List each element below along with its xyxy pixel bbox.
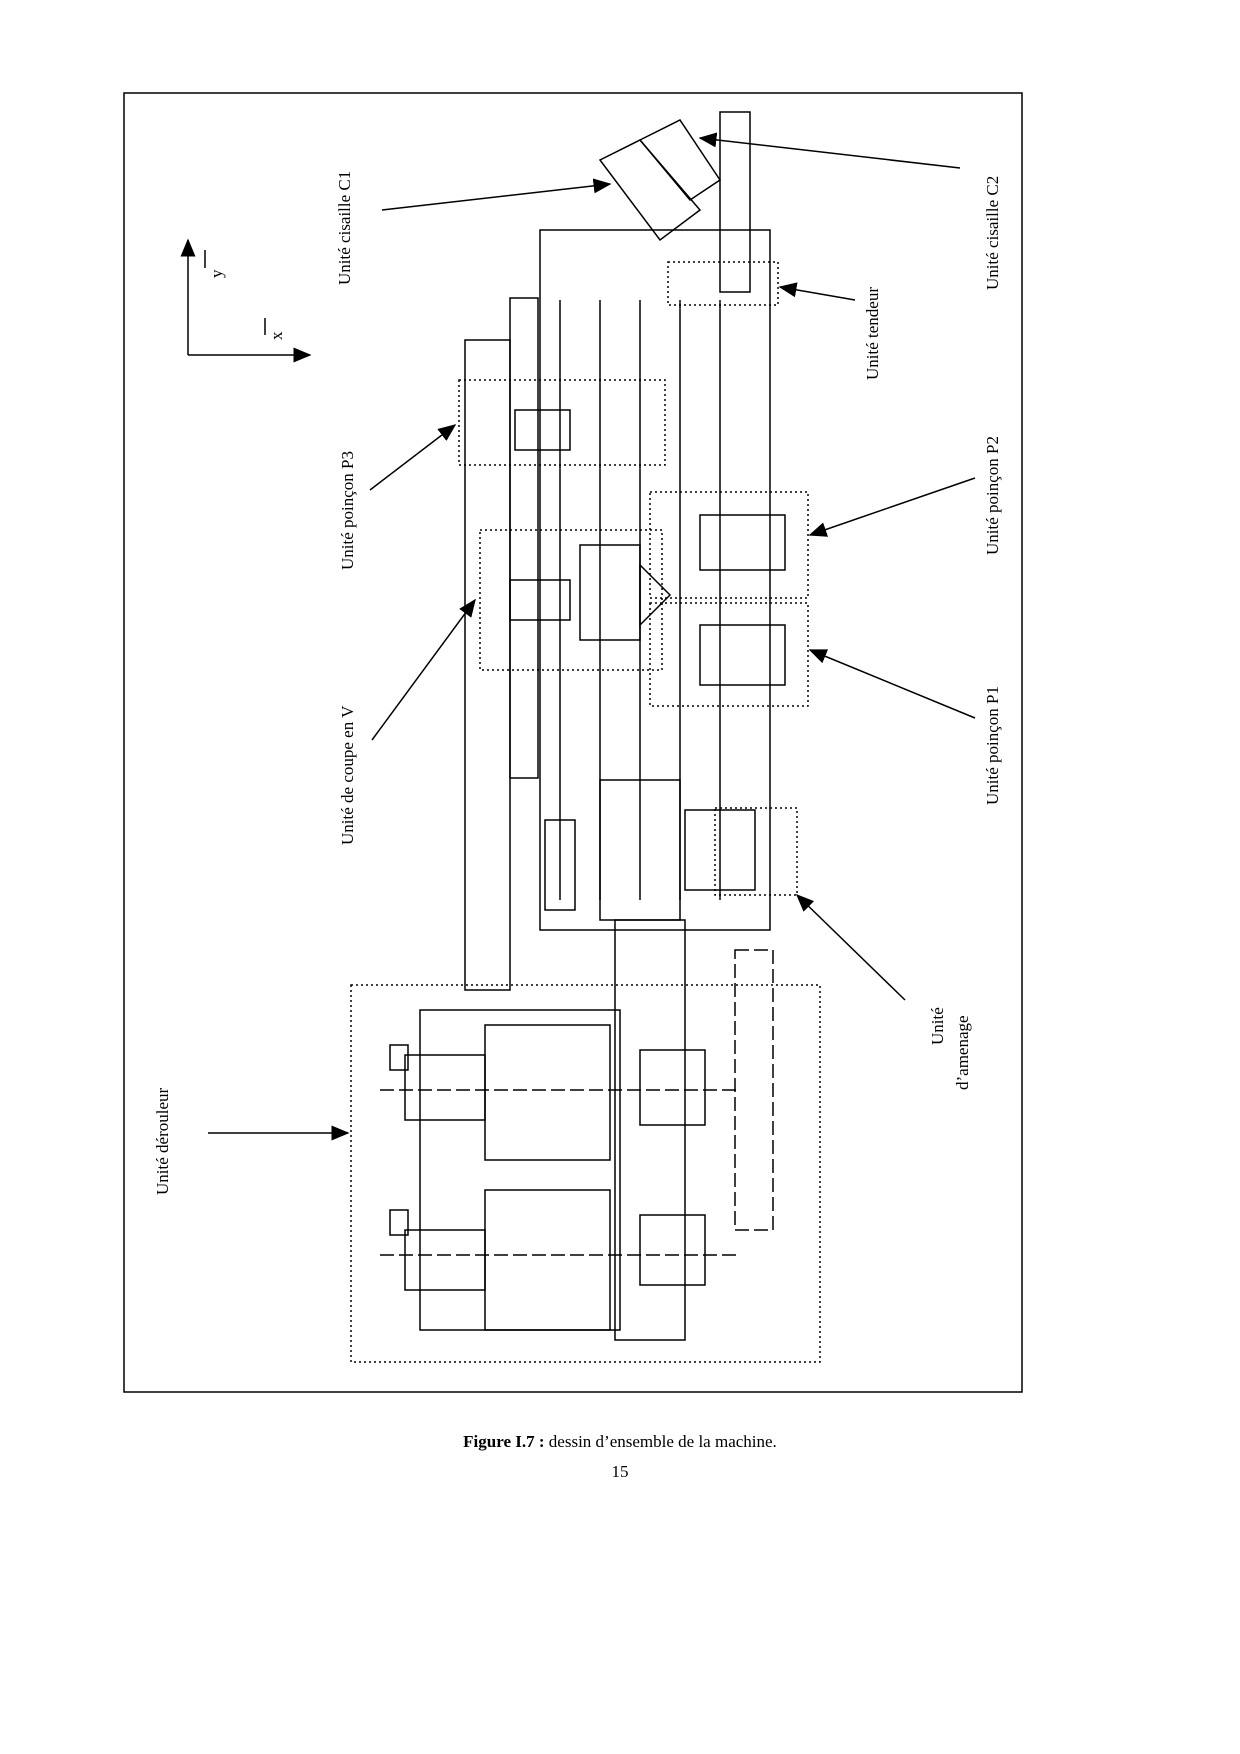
label-amenage-line2: d’amenage bbox=[953, 1015, 972, 1090]
figure-caption: Figure I.7 : dessin d’ensemble de la mac… bbox=[0, 1432, 1240, 1452]
arrow-amenage bbox=[795, 893, 906, 1001]
axis-x-label: x bbox=[267, 331, 286, 340]
label-coupe-v: Unité de coupe en V bbox=[338, 705, 357, 845]
arrow-tendeur bbox=[778, 282, 856, 301]
label-poincon-p1: Unité poinçon P1 bbox=[983, 686, 1002, 805]
label-poincon-p3: Unité poinçon P3 bbox=[338, 451, 357, 570]
box-poincon-p3 bbox=[458, 379, 666, 466]
label-tendeur: Unité tendeur bbox=[863, 287, 882, 380]
label-amenage-line1: Unité bbox=[928, 1007, 947, 1045]
arrow-coupe-v bbox=[371, 598, 476, 741]
arrow-p2 bbox=[808, 477, 976, 537]
caption-prefix: Figure I.7 : bbox=[463, 1432, 545, 1451]
box-coupe-v bbox=[479, 529, 663, 671]
arrow-p3 bbox=[369, 424, 457, 491]
figure-frame bbox=[123, 92, 1023, 1393]
caption-text: dessin d’ensemble de la machine. bbox=[544, 1432, 777, 1451]
arrow-c1 bbox=[381, 178, 612, 211]
arrow-c2 bbox=[698, 132, 961, 169]
box-derouleur bbox=[350, 984, 821, 1363]
machine-body bbox=[380, 111, 786, 1341]
box-tendeur bbox=[667, 261, 779, 306]
arrow-p1 bbox=[808, 649, 976, 719]
axis-y-label: y bbox=[207, 269, 226, 278]
label-poincon-p2: Unité poinçon P2 bbox=[983, 436, 1002, 555]
box-poincon-p1 bbox=[649, 602, 809, 707]
axis-indicator: y x bbox=[180, 238, 312, 363]
label-derouleur: Unité dérouleur bbox=[153, 1088, 172, 1195]
box-poincon-p2 bbox=[649, 491, 809, 599]
label-cisaille-c2: Unité cisaille C2 bbox=[983, 176, 1002, 290]
box-amenage bbox=[714, 807, 798, 896]
label-cisaille-c1: Unité cisaille C1 bbox=[335, 171, 354, 285]
page-number: 15 bbox=[611, 1462, 629, 1481]
